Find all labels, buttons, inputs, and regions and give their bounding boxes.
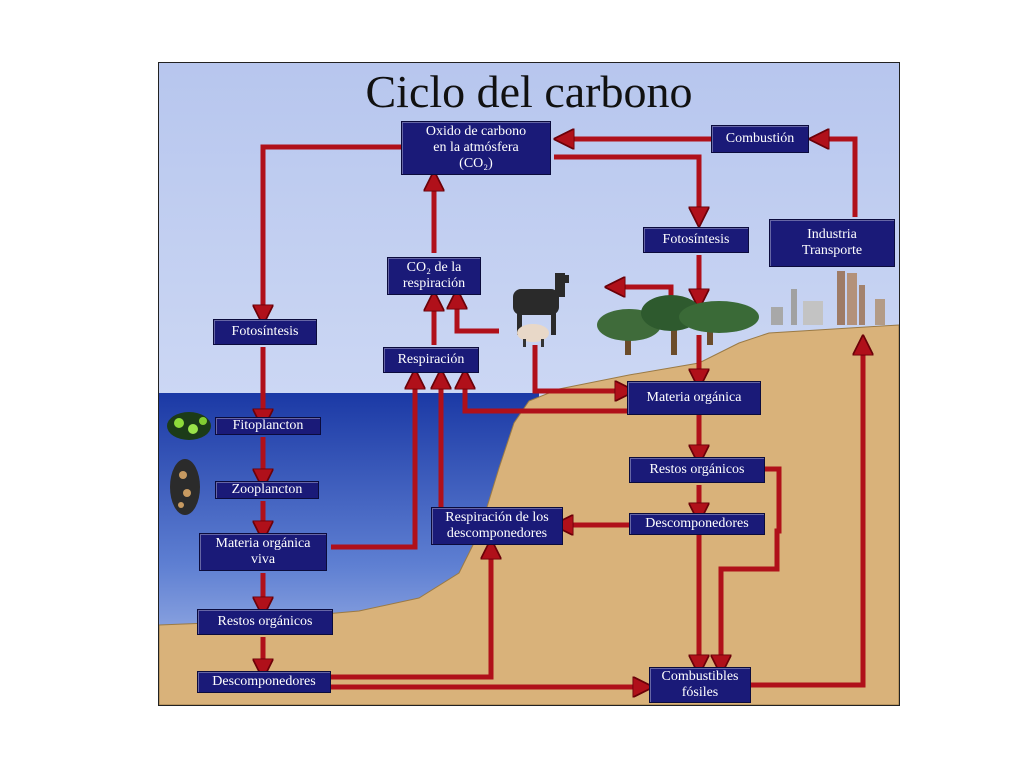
node-materia-organica: Materia orgánica — [627, 381, 761, 415]
arrow-combustibles-to-industria — [751, 345, 863, 688]
industry-illustration — [771, 271, 885, 325]
horse-illustration — [513, 273, 569, 335]
arrow-co2-to-fotosintesis-land — [554, 154, 699, 217]
node-fotosintesis-land: Fotosíntesis — [643, 227, 749, 253]
arrow-industria-to-combustion — [819, 139, 858, 217]
plankton-illustrations — [167, 412, 211, 515]
arrow-animal-to-co2resp — [457, 299, 499, 334]
node-respiracion-descomponedores: Respiración de los descomponedores — [431, 507, 563, 545]
node-descomponedores-land: Descomponedores — [629, 513, 765, 535]
node-respiracion: Respiración — [383, 347, 479, 373]
node-descomponedores-sea: Descomponedores — [197, 671, 331, 693]
node-zooplancton: Zooplancton — [215, 481, 319, 499]
arrows — [263, 139, 863, 687]
node-combustion: Combustión — [711, 125, 809, 153]
arrow-restos-to-combustibles — [721, 466, 782, 665]
arrow-co2-to-fotosintesis-sea — [263, 144, 401, 315]
node-industria-transporte: Industria Transporte — [769, 219, 895, 267]
node-fotosintesis-sea: Fotosíntesis — [213, 319, 317, 345]
node-fitoplancton: Fitoplancton — [215, 417, 321, 435]
node-combustibles-fosiles: Combustibles fósiles — [649, 667, 751, 703]
arrow-materiaviva-to-resp — [331, 379, 415, 550]
sheep-illustration — [517, 324, 549, 347]
node-restos-organicos-land: Restos orgánicos — [629, 457, 765, 483]
node-restos-organicos-sea: Restos orgánicos — [197, 609, 333, 635]
arrow-descomp-sea-to-respdescomp — [331, 549, 491, 680]
diagram-frame: Ciclo del carbono Oxido de carbono en la… — [158, 62, 900, 706]
trees-illustration — [597, 295, 759, 355]
diagram-title: Ciclo del carbono — [365, 66, 693, 117]
arrow-materia-to-resp — [465, 379, 627, 414]
node-co2-respiracion: CO₂ de la respiración — [387, 257, 481, 295]
arrow-animal-to-materia — [532, 345, 625, 391]
node-co2-atmosphere: Oxido de carbono en la atmósfera (CO₂) — [401, 121, 551, 175]
node-materia-organica-viva: Materia orgánica viva — [199, 533, 327, 571]
